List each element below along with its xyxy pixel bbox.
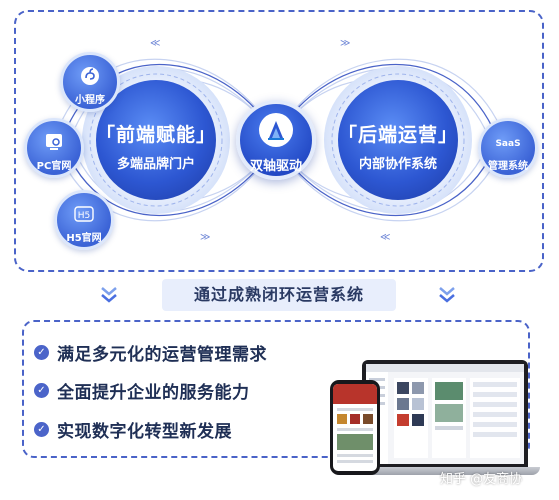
benefit-item: ✓ 全面提升企业的服务能力 [34,378,250,403]
saas-icon: SaaS [495,139,520,149]
laptop-base [350,467,540,475]
svg-text:≫: ≫ [200,232,210,243]
node-management-system: SaaS 管理系统 [478,118,538,178]
node-mini-program-label: 小程序 [75,95,105,106]
check-icon: ✓ [34,421,49,437]
closed-loop-banner: 通过成熟闭环运营系统 [162,279,396,311]
right-orb-ring [331,73,465,207]
right-orb-label: 「后端运营」 内部协作系统 [338,120,458,172]
left-orb-subtitle: 多端品牌门户 [116,157,195,172]
right-orb [338,80,458,200]
check-icon: ✓ [34,382,49,398]
dual-drive-node: 双轴驱动 [236,100,316,180]
check-icon: ✓ [34,344,49,360]
chevron-down-icon [101,287,117,303]
node-management-system-label: 管理系统 [488,161,528,172]
benefit-item: ✓ 实现数字化转型新发展 [34,417,232,442]
node-pc-site: PC官网 [24,118,84,178]
node-pc-site-label: PC官网 [36,161,72,172]
chevron-down-icon [439,287,455,303]
node-mini-program: 小程序 [60,52,120,112]
svg-text:SaaS: SaaS [495,139,520,149]
dual-drive-label: 双轴驱动 [249,159,302,174]
phone-mockup [330,380,380,475]
flow-arrows: ≪ ≫ ≫ ≪ [150,38,390,243]
svg-text:H5: H5 [78,211,91,221]
benefit-text: 全面提升企业的服务能力 [57,382,250,403]
right-orb-subtitle: 内部协作系统 [358,157,437,172]
watermark: 知乎 @友商协 [440,472,523,487]
right-orb-title: 「后端运营」 [338,124,459,146]
brand-logo-icon [259,113,293,147]
left-orb-title: 「前端赋能」 [96,124,217,146]
svg-text:≫: ≫ [340,38,350,49]
pc-site-icon [46,134,62,150]
svg-text:≪: ≪ [150,38,160,49]
h5-icon: H5 [74,206,94,222]
node-h5-site: H5 H5官网 [54,190,114,250]
left-orb-label: 「前端赋能」 多端品牌门户 [96,120,216,172]
left-orb [96,80,216,200]
node-h5-site-label: H5官网 [66,233,102,244]
laptop-mockup [362,360,528,468]
benefit-text: 满足多元化的运营管理需求 [57,344,267,365]
mini-program-icon [81,67,99,85]
phone-screen-content [333,384,377,471]
benefit-item: ✓ 满足多元化的运营管理需求 [34,340,267,365]
laptop-screen-content [366,364,524,464]
benefit-text: 实现数字化转型新发展 [57,421,232,442]
svg-text:≪: ≪ [380,232,390,243]
left-orb-ring [89,73,223,207]
